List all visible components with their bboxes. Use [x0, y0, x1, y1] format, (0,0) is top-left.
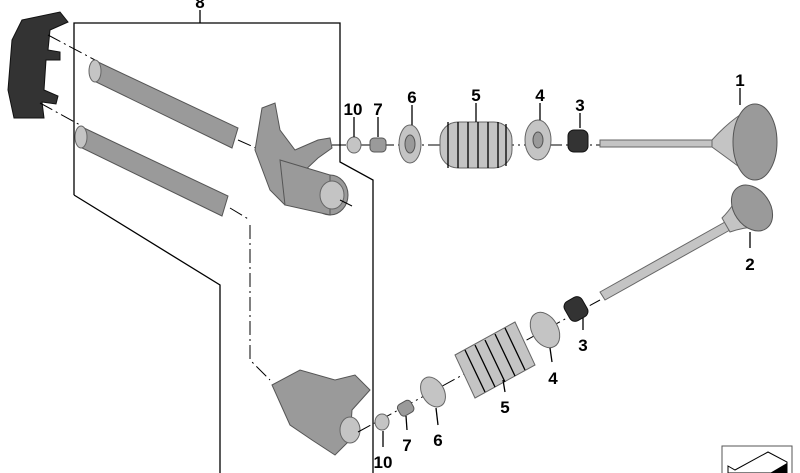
callout-3-top: 3: [575, 96, 584, 115]
callout-2: 2: [745, 255, 754, 274]
rocker-arm-upper: [254, 102, 349, 216]
callout-7-bottom: 7: [402, 436, 411, 455]
group-8-bracket: [73, 22, 374, 473]
leader-lines: [353, 88, 751, 447]
callout-6-top: 6: [407, 88, 416, 107]
spring-retainer-lower: [420, 376, 446, 408]
orientation-icon: [721, 445, 793, 473]
callout-6-bottom: 6: [433, 431, 442, 450]
callout-3-bottom: 3: [578, 336, 587, 355]
valve-lash-cap-lower: [374, 413, 390, 431]
valve-spring-upper: [439, 121, 513, 169]
exhaust-valve: [599, 184, 774, 301]
callout-1: 1: [735, 71, 744, 90]
valve-lash-cap-upper: [346, 136, 362, 154]
valve-cotter-upper: [369, 137, 387, 153]
callout-8: 8: [195, 0, 204, 12]
valve-stem-seal-upper: [567, 129, 589, 153]
callout-5-bottom: 5: [500, 398, 509, 417]
rocker-shaft-upper: [88, 59, 239, 149]
callout-5-top: 5: [471, 86, 480, 105]
rocker-shaft-lower: [74, 125, 229, 217]
spring-seat-lower: [529, 311, 561, 349]
valve-cotter-lower: [396, 399, 415, 417]
intake-valve: [599, 103, 778, 181]
rocker-arm-lower: [271, 369, 371, 456]
valve-spring-lower: [454, 321, 536, 399]
rocker-clip: [7, 11, 69, 119]
callout-10-top: 10: [344, 100, 363, 119]
callout-10-bottom: 10: [374, 453, 393, 472]
valve-stem-seal-lower: [563, 296, 589, 322]
callout-4-bottom: 4: [548, 369, 558, 388]
callout-4-top: 4: [535, 86, 545, 105]
callout-7-top: 7: [373, 100, 382, 119]
